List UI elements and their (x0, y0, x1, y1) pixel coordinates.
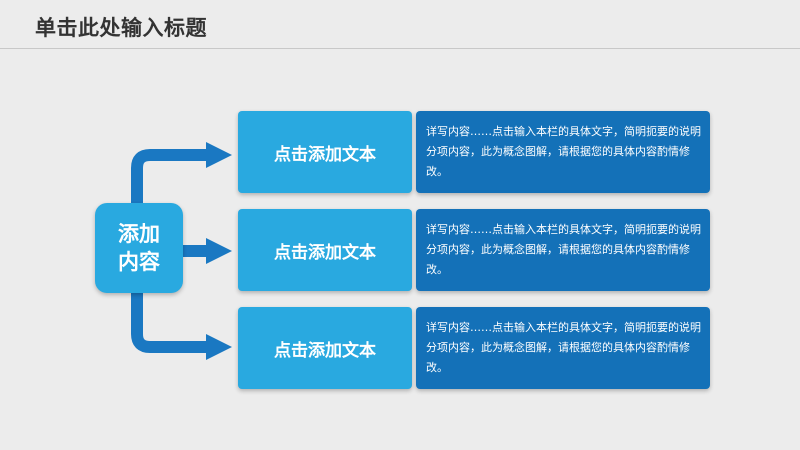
slide-title[interactable]: 单击此处输入标题 (35, 16, 207, 40)
item-label: 点击添加文本 (274, 144, 376, 165)
center-node-label: 添加内容 (118, 222, 160, 274)
item-description-box-2[interactable]: 详写内容……点击输入本栏的具体文字，简明扼要的说明分项内容，此为概念图解，请根据… (416, 209, 710, 291)
arrow-right-icon (131, 291, 232, 360)
item-label-box-1[interactable]: 点击添加文本 (238, 111, 412, 193)
arrow-right-icon (183, 238, 232, 264)
item-label: 点击添加文本 (274, 242, 376, 263)
item-description-box-3[interactable]: 详写内容……点击输入本栏的具体文字，简明扼要的说明分项内容，此为概念图解，请根据… (416, 307, 710, 389)
item-label-box-2[interactable]: 点击添加文本 (238, 209, 412, 291)
item-description: 详写内容……点击输入本栏的具体文字，简明扼要的说明分项内容，此为概念图解，请根据… (426, 321, 701, 374)
item-label: 点击添加文本 (274, 340, 376, 361)
item-description: 详写内容……点击输入本栏的具体文字，简明扼要的说明分项内容，此为概念图解，请根据… (426, 223, 701, 276)
item-description-box-1[interactable]: 详写内容……点击输入本栏的具体文字，简明扼要的说明分项内容，此为概念图解，请根据… (416, 111, 710, 193)
item-description: 详写内容……点击输入本栏的具体文字，简明扼要的说明分项内容，此为概念图解，请根据… (426, 125, 701, 178)
title-divider (0, 48, 800, 49)
center-node[interactable]: 添加内容 (95, 203, 183, 293)
arrow-right-icon (131, 142, 232, 205)
item-label-box-3[interactable]: 点击添加文本 (238, 307, 412, 389)
